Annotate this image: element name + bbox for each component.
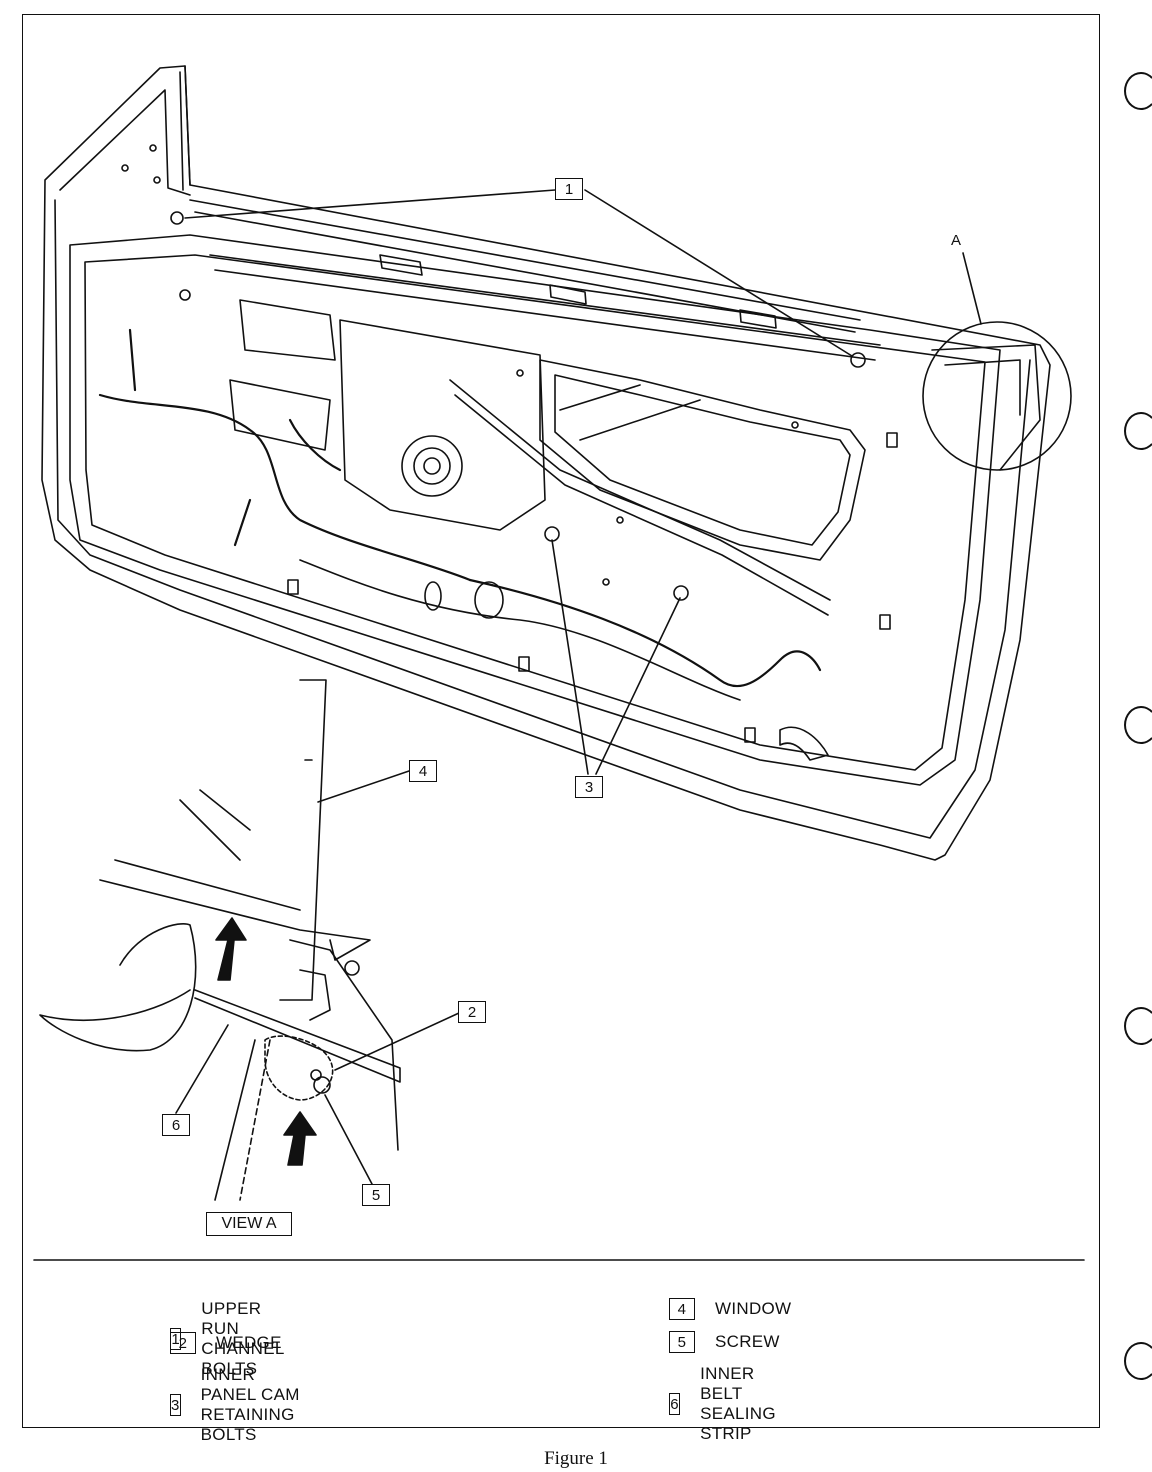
legend-item-2: 2 WEDGE <box>170 1332 282 1354</box>
figure-caption: Figure 1 <box>544 1448 608 1469</box>
leader-lines <box>175 189 853 1185</box>
legend-item-4: 4 WINDOW <box>669 1298 791 1320</box>
binder-hole-icon <box>1124 412 1152 450</box>
legend-num: 4 <box>669 1298 695 1320</box>
legend-label: INNER BELT SEALING STRIP <box>700 1364 776 1443</box>
legend-label: WEDGE <box>216 1333 282 1352</box>
callout-1: 1 <box>555 178 583 200</box>
legend-label: SCREW <box>715 1332 780 1351</box>
wiring-harness <box>98 328 822 688</box>
callout-3: 3 <box>575 776 603 798</box>
legend-item-1: 1 UPPER RUN CHANNEL BOLTS <box>170 1299 299 1379</box>
door-outer-shell <box>41 65 1051 861</box>
callout-6: 6 <box>162 1114 190 1136</box>
upper-run-channel-bolt-left <box>170 211 184 225</box>
legend-label: UPPER RUN CHANNEL BOLTS <box>201 1299 285 1378</box>
cam-retaining-bolt-left <box>544 526 560 542</box>
legend-num: 6 <box>669 1393 681 1415</box>
access-hole <box>539 359 866 561</box>
callout-2: 2 <box>458 1001 486 1023</box>
detail-circle-label: A <box>951 232 962 249</box>
binder-hole-icon <box>1124 1342 1152 1380</box>
binder-hole-icon <box>1124 706 1152 744</box>
direction-arrows <box>215 917 317 1166</box>
legend-num: 2 <box>170 1332 196 1354</box>
legend-num: 3 <box>170 1394 181 1416</box>
bolts <box>121 144 866 601</box>
window-regulator <box>229 299 831 616</box>
legend-item-6: 6 INNER BELT SEALING STRIP <box>669 1364 791 1444</box>
legend-label: INNER PANEL CAM RETAINING BOLTS <box>200 1365 300 1444</box>
inner-panel-rim <box>69 234 1001 786</box>
callout-5: 5 <box>362 1184 390 1206</box>
legend-item-5: 5 SCREW <box>669 1331 780 1353</box>
legend-label: WINDOW <box>715 1299 792 1318</box>
belt-strip <box>189 199 861 333</box>
binder-hole-icon <box>1124 72 1152 110</box>
cam-retaining-bolt-right <box>673 585 689 601</box>
figure-frame <box>22 14 1100 1428</box>
binder-hole-icon <box>1124 1007 1152 1045</box>
legend-num: 5 <box>669 1331 695 1353</box>
legend-item-3: 3 INNER PANEL CAM RETAINING BOLTS <box>170 1365 310 1445</box>
callout-4: 4 <box>409 760 437 782</box>
lower-panel-details <box>287 432 898 761</box>
upper-run-channel-bolt-right <box>850 352 866 368</box>
view-a-detail <box>39 679 401 1201</box>
view-a-label: VIEW A <box>206 1212 292 1236</box>
detail-circle-a <box>922 252 1072 471</box>
